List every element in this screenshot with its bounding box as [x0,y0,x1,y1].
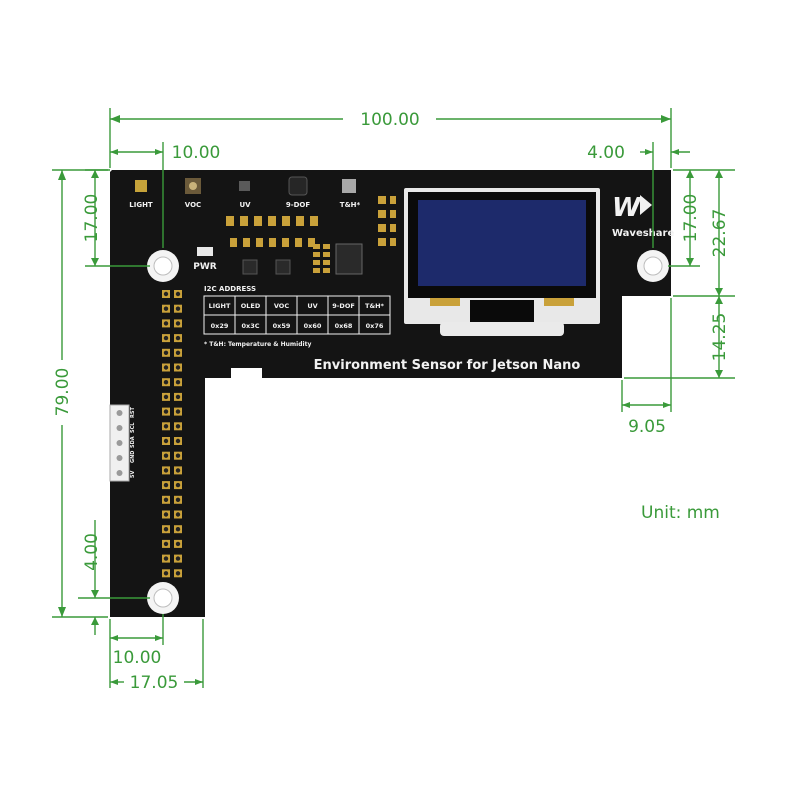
waveshare-logo-icon [640,195,652,215]
side-header-label: RST [130,407,136,418]
brand-name: Waveshare [612,228,674,239]
sensor-chips [135,176,356,196]
board-notch [231,368,262,378]
gpio-header [162,290,182,578]
smd-component [226,216,234,226]
smd-component [323,252,330,257]
dim-right-total: 22.67 [710,209,730,258]
side-header-labels: 5V GND SDA SCL RST [130,407,136,478]
dim-top-right-vertical: 17.00 [681,194,701,243]
dim-bottom-hole-vertical: 4.00 [82,533,102,571]
board-title: Environment Sensor for Jetson Nano [314,358,581,373]
smd-component [254,216,262,226]
side-header-pin [116,410,123,416]
side-header-pin [116,470,123,476]
dim-top-left-vertical: 17.00 [82,194,102,243]
i2c-address-table: I2C ADDRESS LIGHT OLED VOC UV 9-DOF T&H*… [203,285,391,348]
smd-component [390,210,396,218]
smd-component [230,238,237,247]
smd-component [256,238,263,247]
smd-component [268,216,276,226]
dim-left-height: 79.00 [53,368,73,417]
imu-sensor-chip [288,176,308,196]
waveshare-logo: W Waveshare [612,193,674,239]
side-header-label: SDA [130,436,136,448]
smd-components [226,196,396,273]
dimension-annotations: 100.00 10.00 4.00 17.00 79.00 4.00 [52,108,735,693]
side-header-label: GND [130,451,136,463]
smd-component [323,268,330,273]
label-voc: VOC [185,201,201,209]
dim-right-step: 14.25 [710,313,730,362]
smd-component [390,196,396,204]
smd-component [313,268,320,273]
i2c-footnote: * T&H: Temperature & Humidity [204,341,311,348]
dim-bottom-hole-horizontal: 10.00 [113,648,162,668]
i2c-header: OLED [241,302,261,310]
smd-component [378,210,386,218]
smd-component [378,224,386,232]
i2c-value: 0x3C [241,322,259,330]
i2c-header: LIGHT [209,302,231,310]
light-sensor-chip [135,180,147,192]
i2c-header: VOC [274,302,289,310]
i2c-table-title: I2C ADDRESS [204,285,256,293]
dim-leg-width: 17.05 [130,673,179,693]
smd-component [313,244,320,249]
smd-component [296,216,304,226]
unit-label: Unit: mm [641,503,720,523]
side-header [109,404,130,482]
oled-flex-cable [440,322,564,336]
side-header-pin [116,440,123,446]
i2c-value: 0x60 [304,322,322,330]
label-pwr: PWR [193,262,217,272]
smd-component [390,238,396,246]
smd-component [378,196,386,204]
oled-display [404,188,600,336]
smd-component [323,244,330,249]
pcb-board: LIGHT VOC UV 9-DOF T&H* PWR I2C ADDRESS … [109,170,674,617]
i2c-value: 0x76 [366,322,384,330]
oled-screen [418,200,586,286]
label-9dof: 9-DOF [286,201,311,209]
smd-component [308,238,315,247]
i2c-header: UV [307,302,317,310]
i2c-header: T&H* [365,302,385,310]
label-light: LIGHT [129,201,153,209]
transistor-left [242,259,258,275]
uv-sensor-chip [239,181,250,191]
smd-component [282,216,290,226]
smd-component [313,260,320,265]
smd-component [269,238,276,247]
smd-component [390,224,396,232]
smd-component [310,216,318,226]
transistor-right [275,259,291,275]
smd-component [378,238,386,246]
power-led [197,247,213,256]
smd-component [313,252,320,257]
ic-chip [335,243,363,275]
side-header-label: 5V [130,471,136,478]
smd-component [243,238,250,247]
i2c-header: 9-DOF [332,302,355,310]
side-header-label: SCL [130,422,136,433]
waveshare-logo-mark: W [612,193,642,223]
dim-notch-width: 9.05 [628,417,666,437]
smd-component [240,216,248,226]
i2c-value: 0x59 [273,322,291,330]
label-uv: UV [239,201,251,209]
label-th: T&H* [340,201,361,209]
smd-component [295,238,302,247]
th-sensor-chip [342,179,356,193]
smd-component [282,238,289,247]
dim-hole-offset-left: 10.00 [172,143,221,163]
dim-total-width: 100.00 [360,110,419,130]
i2c-value: 0x68 [335,322,353,330]
dim-hole-offset-right: 4.00 [587,143,625,163]
i2c-value: 0x29 [211,322,229,330]
side-header-pin [116,425,123,431]
side-header-pin [116,455,123,461]
smd-component [323,260,330,265]
